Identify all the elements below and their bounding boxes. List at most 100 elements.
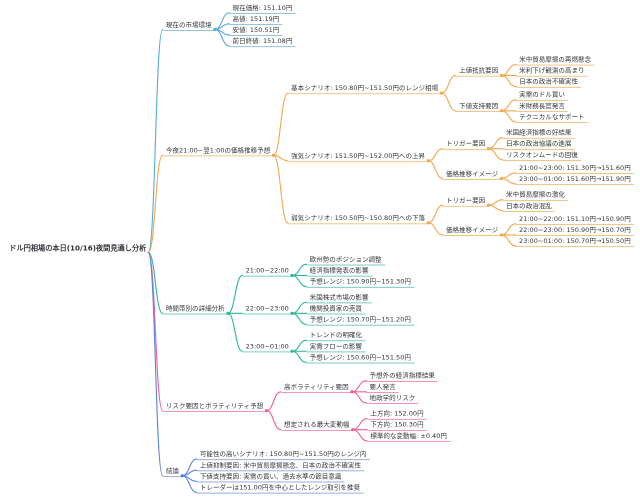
mindmap-node: 下値支持要因実需のドル買い米財務長官発言テクニカルなサポート: [455, 92, 595, 123]
mindmap-node-label: 高ボラティリティ要因: [280, 384, 352, 393]
mindmap-node: 上値抵抗要因米中貿易摩擦の再燃懸念米利下げ観測の高まり日本の政治不確実性: [455, 56, 595, 88]
mindmap-node: 23:00~01:00: 150.70円→150.50円: [515, 238, 635, 248]
mindmap-children: トリガー要因米国経済指標の好結果日本の政治協議の進展リスクオンムードの回復価格推…: [442, 129, 635, 185]
mindmap-node-label: 米利下げ観測の高まり: [515, 67, 588, 77]
mindmap-node-label: 実需フローの影響: [306, 343, 366, 353]
mindmap-node: 21:00~23:00: 151.30円→151.60円: [515, 165, 635, 174]
mindmap-node: 米国経済指標の好結果: [502, 129, 581, 139]
mindmap-node: 現在の市場環境現在価格: 151.10円高値: 151.19円安値: 150.5…: [162, 5, 634, 48]
mindmap-node-label: 22:00~23:00: [242, 305, 293, 315]
mindmap-node-label: 可能性の高いシナリオ: 150.80円~151.50円のレンジ内: [196, 451, 370, 461]
mindmap-node-label: 21:00~22:00: [242, 267, 293, 277]
mindmap-node: 時間帯別の詳細分析 21:00~22:00 欧州勢のポジション調整経済指標発表の影響…: [162, 256, 634, 364]
mindmap-node-label: 実需のドル買い: [515, 92, 569, 101]
mindmap-node-label: テクニカルなサポート: [515, 114, 588, 123]
mindmap-node: 予想レンジ: 150.90円~151.30円: [306, 278, 415, 288]
mindmap-node: 想定される最大変動幅 上方向: 152.00円下方向: 150.30円標準的な変動…: [280, 410, 451, 442]
mindmap-node: 米中貿易摩擦の再燃懸念: [515, 56, 595, 66]
mindmap-children: トレンドの明確化実需フローの影響予想レンジ: 150.60円~151.50円: [306, 332, 415, 364]
mindmap-node-label: 米国経済指標の好結果: [502, 129, 575, 139]
mindmap-children: 米国経済指標の好結果日本の政治協議の進展リスクオンムードの回復: [502, 129, 582, 161]
mindmap-node-label: 時間帯別の詳細分析: [162, 305, 228, 315]
mindmap-node: 上方向: 152.00円: [367, 410, 450, 420]
mindmap-children: 予想外の経済指標結果要人発言地政学的リスク: [366, 373, 439, 404]
mindmap-node: 予想外の経済指標結果: [366, 373, 439, 382]
mindmap-children: 基本シナリオ: 150.80円~151.50円のレンジ相場上値抵抗要因米中貿易摩…: [287, 56, 635, 248]
mindmap-node-label: 想定される最大変動幅: [280, 422, 353, 431]
mindmap-node: 地政学的リスク: [366, 395, 438, 404]
mindmap-node-label: 23:00~01:00: 151.60円→151.90円: [515, 176, 635, 185]
mindmap-node: 23:00~01:00 トレンドの明確化実需フローの影響予想レンジ: 150.60…: [242, 332, 415, 364]
mindmap-node: 実需のドル買い: [515, 92, 588, 101]
mindmap-node: 日本の政治不確実性: [515, 78, 594, 88]
mindmap-children: 21:00~23:00: 151.30円→151.60円 23:00~01:00:…: [515, 165, 635, 185]
mindmap-node-label: 予想外の経済指標結果: [366, 373, 439, 382]
mindmap-node-label: トレーダーは151.00円を中心としたレンジ取引を推奨: [196, 484, 364, 494]
mindmap-node-label: トリガー要因: [442, 197, 489, 207]
mindmap-node-label: 価格推移イメージ: [442, 170, 502, 180]
mindmap-node-label: 21:00~23:00: 151.30円→151.60円: [515, 165, 635, 174]
mindmap-children: 米中貿易摩擦の再燃懸念米利下げ観測の高まり日本の政治不確実性: [515, 56, 595, 88]
mindmap-node-label: 23:00~01:00: [242, 343, 293, 353]
mindmap-node: 下値支持要因: 実需の買い、過去水準の節目意識: [196, 473, 370, 483]
mindmap-node: 米国株式市場の影響: [306, 294, 414, 304]
mindmap-children: 欧州勢のポジション調整経済指標発表の影響予想レンジ: 150.90円~151.3…: [306, 256, 415, 288]
mindmap-node: 米中貿易摩擦の激化: [502, 191, 569, 201]
mindmap-children: 21:00~22:00 欧州勢のポジション調整経済指標発表の影響予想レンジ: 15…: [242, 256, 415, 364]
mindmap-node: 価格推移イメージ 21:00~23:00: 151.30円→151.60円 23:0…: [442, 165, 635, 185]
mindmap-node: 欧州勢のポジション調整: [306, 256, 414, 266]
mindmap-node: 21:00~22:00: 151.10円→150.90円: [515, 216, 635, 225]
mindmap-node-label: 結論: [162, 468, 183, 477]
mindmap-node: 強気シナリオ: 151.50円~152.00円への上昇 トリガー要因米国経済指標の…: [287, 129, 635, 185]
mindmap-node-label: 前日終値: 151.08円: [229, 38, 296, 48]
mindmap-node: テクニカルなサポート: [515, 114, 588, 123]
mindmap-children: 現在の市場環境現在価格: 151.10円高値: 151.19円安値: 150.5…: [162, 5, 635, 494]
mindmap-node-label: 予想レンジ: 150.70円~151.20円: [306, 316, 415, 326]
mindmap-node: 弱気シナリオ: 150.50円~150.80円への下落 トリガー要因 米中貿易摩擦の…: [287, 191, 635, 248]
mindmap-node-label: 弱気シナリオ: 150.50円~150.80円への下落: [287, 215, 429, 224]
mindmap-children: 高ボラティリティ要因 予想外の経済指標結果要人発言地政学的リスク想定される最大変動…: [280, 373, 451, 442]
mindmap-node: 標準的な変動幅: ±0.40円: [367, 433, 451, 442]
mindmap-children: 可能性の高いシナリオ: 150.80円~151.50円のレンジ内上値抑制要因: …: [196, 451, 370, 494]
mindmap-node: 安値: 150.51円: [229, 27, 295, 36]
mindmap-node-label: 今夜21:00~翌1:00の価格推移予想: [162, 147, 274, 157]
mindmap-node-label: 下方向: 150.30円: [367, 422, 427, 431]
mindmap-node-label: 下値支持要因: 実需の買い、過去水準の節目意識: [196, 473, 345, 483]
mindmap-node-label: 日本の政治不確実性: [515, 78, 582, 88]
mindmap-node-label: 現在の市場環境: [162, 21, 215, 31]
mindmap-node-label: 21:00~22:00: 151.10円→150.90円: [515, 216, 635, 225]
mindmap-node: 米財務長官発言: [515, 103, 588, 112]
mindmap-node: 前日終値: 151.08円: [229, 38, 296, 48]
mindmap-node: トレーダーは151.00円を中心としたレンジ取引を推奨: [196, 484, 370, 494]
mindmap-node: 高ボラティリティ要因 予想外の経済指標結果要人発言地政学的リスク: [280, 373, 450, 404]
mindmap-node: 実需フローの影響: [306, 343, 414, 353]
mindmap-node: 日本の政治協議の進展: [502, 141, 581, 150]
mindmap-children: 上方向: 152.00円下方向: 150.30円標準的な変動幅: ±0.40円: [367, 410, 451, 442]
mindmap-node: トリガー要因米国経済指標の好結果日本の政治協議の進展リスクオンムードの回復: [442, 129, 634, 161]
mindmap-node-label: 上値抑制要因: 米中貿易摩擦懸念、日本の政治不確実性: [196, 462, 365, 472]
mindmap-node-label: 標準的な変動幅: ±0.40円: [367, 433, 451, 442]
mindmap-node: トリガー要因 米中貿易摩擦の激化日本の政治混乱: [442, 191, 634, 212]
mindmap-node-label: 安値: 150.51円: [229, 27, 283, 36]
mindmap-node: 要人発言: [366, 384, 438, 393]
mindmap-node: 米利下げ観測の高まり: [515, 67, 594, 77]
mindmap-node-label: 日本の政治混乱: [502, 203, 556, 212]
mindmap-children: 21:00~22:00: 151.10円→150.90円 22:00~23:00:…: [515, 216, 635, 248]
mindmap-node: 機関投資家の売買: [306, 305, 414, 315]
mindmap-node: 22:00~23:00 米国株式市場の影響機関投資家の売買予想レンジ: 150.7…: [242, 294, 415, 326]
mindmap-node-label: 強気シナリオ: 151.50円~152.00円への上昇: [287, 153, 429, 162]
mindmap-node: 21:00~22:00 欧州勢のポジション調整経済指標発表の影響予想レンジ: 15…: [242, 256, 415, 288]
mindmap-node: 結論 可能性の高いシナリオ: 150.80円~151.50円のレンジ内上値抑制要因…: [162, 451, 634, 494]
mindmap-node-label: 欧州勢のポジション調整: [306, 256, 385, 266]
mindmap-node: 現在価格: 151.10円: [229, 5, 296, 14]
mindmap-node-label: 要人発言: [366, 384, 399, 393]
mindmap-children: 実需のドル買い米財務長官発言テクニカルなサポート: [515, 92, 588, 123]
mindmap-node-label: 機関投資家の売買: [306, 305, 366, 315]
mindmap-node: 経済指標発表の影響: [306, 267, 414, 277]
mindmap-node: 予想レンジ: 150.60円~151.50円: [306, 354, 415, 364]
mindmap-node: 予想レンジ: 150.70円~151.20円: [306, 316, 415, 326]
mindmap-node: トレンドの明確化: [306, 332, 414, 342]
mindmap-node: 22:00~23:00: 150.90円→150.70円: [515, 227, 635, 236]
